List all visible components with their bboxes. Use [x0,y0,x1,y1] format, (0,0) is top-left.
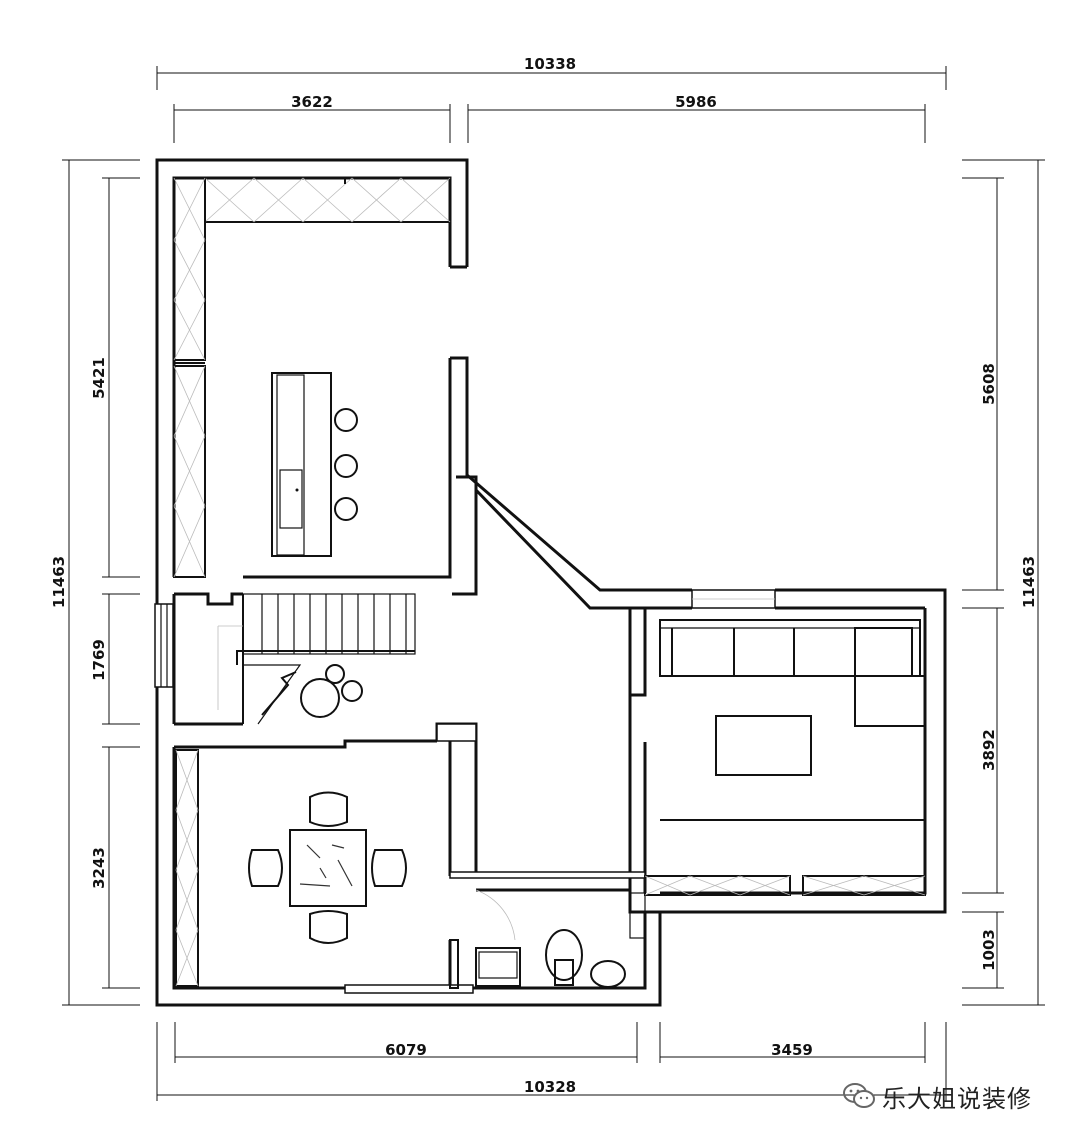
watermark: 乐大姐说装修 [842,1076,1062,1116]
bathroom [449,875,926,989]
living-room [659,619,926,821]
dim-right-bottom: 1003 [980,929,998,971]
dim-right-total: 11463 [1020,556,1038,608]
dim-bottom-total: 10328 [524,1078,576,1096]
watermark-text: 乐大姐说装修 [882,1084,1032,1113]
dim-left-total: 11463 [50,556,68,608]
dim-right-top: 5608 [980,363,998,405]
dim-left-top: 5421 [90,357,108,399]
dim-left-bottom: 3243 [90,847,108,889]
stairs [217,593,416,725]
dining-room [175,749,407,987]
kitchen [173,177,451,578]
dim-bottom-right: 3459 [771,1041,813,1059]
dim-top-right: 5986 [675,93,717,111]
dim-right-mid: 3892 [980,729,998,771]
windows [154,589,776,994]
wechat-icon [843,1083,875,1108]
dim-top-left: 3622 [291,93,333,111]
dimension-lines [62,66,1045,1101]
dim-top-total: 10338 [524,55,576,73]
dim-left-mid: 1769 [90,639,108,681]
dim-bottom-left: 6079 [385,1041,427,1059]
